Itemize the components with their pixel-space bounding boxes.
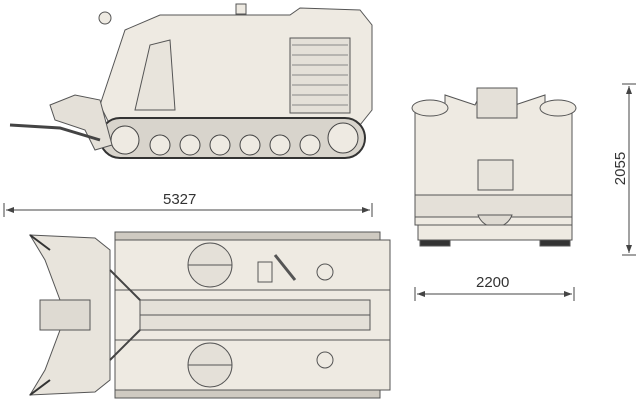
top-view	[29, 231, 391, 399]
track-side	[99, 117, 366, 159]
front-view	[411, 87, 577, 247]
turret-fitting	[235, 3, 247, 15]
length-label: 5327	[163, 191, 197, 208]
width-label: 2200	[476, 274, 510, 291]
road-wheels	[110, 122, 359, 156]
side-door	[134, 39, 176, 111]
side-blade	[49, 94, 113, 151]
side-view	[9, 3, 373, 159]
front-sensor-head	[476, 87, 518, 119]
wheel-front-top	[98, 11, 112, 25]
side-arm	[9, 123, 101, 142]
front-track-left	[419, 239, 451, 247]
height-label: 2055	[612, 151, 630, 186]
front-track-right	[539, 239, 571, 247]
